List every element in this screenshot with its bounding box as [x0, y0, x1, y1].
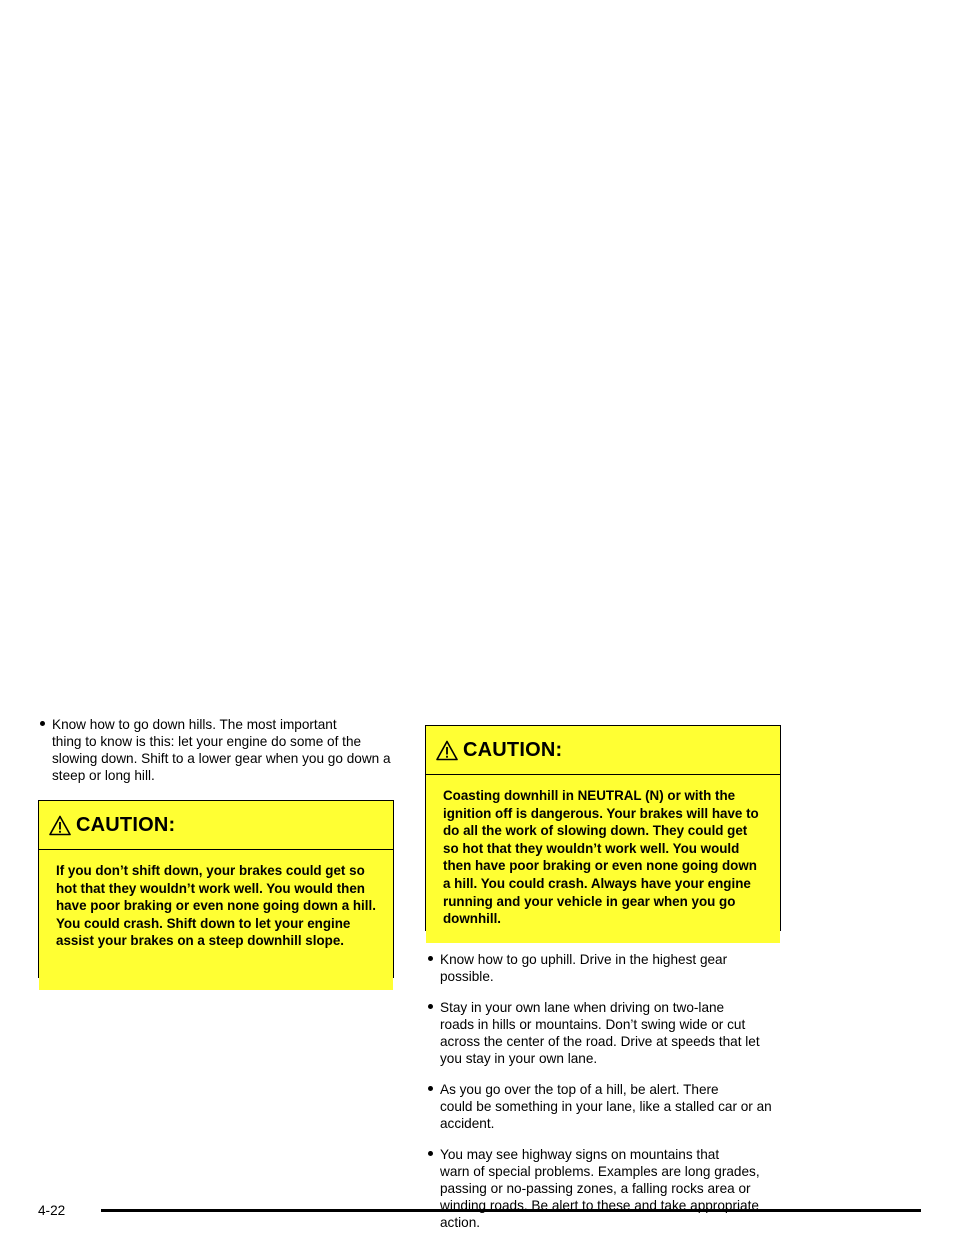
bullet-first-line: Know how to go uphill. Drive in the high…: [440, 952, 728, 967]
page-number: 4-22: [38, 1203, 66, 1218]
bullet-dot-icon: [428, 1086, 433, 1091]
bullet-item: Stay in your own lane when driving on tw…: [426, 999, 781, 1067]
warning-triangle-icon: [436, 740, 458, 760]
caution-box: CAUTION: If you don’t shift down, your b…: [38, 800, 394, 990]
left-column: Know how to go down hills. The most impo…: [38, 716, 394, 990]
bullet-text: thing to know is this: let your engine d…: [52, 734, 391, 783]
bullet-dot-icon: [428, 956, 433, 961]
right-column: CAUTION: Coasting downhill in NEUTRAL (N…: [425, 725, 781, 1245]
bullet-text: possible.: [440, 969, 494, 984]
bullet-item: As you go over the top of a hill, be ale…: [426, 1081, 781, 1132]
caution-title: CAUTION:: [463, 738, 563, 761]
caution-header: CAUTION:: [426, 726, 780, 775]
caution-body: Coasting downhill in NEUTRAL (N) or with…: [426, 775, 780, 943]
bullet-text: warn of special problems. Examples are l…: [440, 1164, 760, 1230]
bullet-first-line: As you go over the top of a hill, be ale…: [440, 1082, 719, 1097]
footer-rule: [101, 1209, 921, 1212]
bullet-item: You may see highway signs on mountains t…: [426, 1146, 781, 1231]
bullet-first-line: Stay in your own lane when driving on tw…: [440, 1000, 725, 1015]
bullet-dot-icon: [428, 1004, 433, 1009]
bullet-first-line: Know how to go down hills. The most impo…: [52, 717, 337, 732]
warning-triangle-icon: [49, 815, 71, 835]
caution-header: CAUTION:: [39, 801, 393, 850]
bullet-dot-icon: [428, 1151, 433, 1156]
caution-box: CAUTION: Coasting downhill in NEUTRAL (N…: [425, 725, 781, 943]
bullet-item: Know how to go down hills. The most impo…: [38, 716, 394, 784]
caution-title: CAUTION:: [76, 813, 176, 836]
bullet-text: roads in hills or mountains. Don’t swing…: [440, 1017, 760, 1066]
bullet-first-line: You may see highway signs on mountains t…: [440, 1147, 720, 1162]
caution-body: If you don’t shift down, your brakes cou…: [39, 850, 393, 990]
bullet-item: Know how to go uphill. Drive in the high…: [426, 951, 781, 985]
bullet-dot-icon: [40, 721, 45, 726]
bullet-text: could be something in your lane, like a …: [440, 1099, 772, 1131]
